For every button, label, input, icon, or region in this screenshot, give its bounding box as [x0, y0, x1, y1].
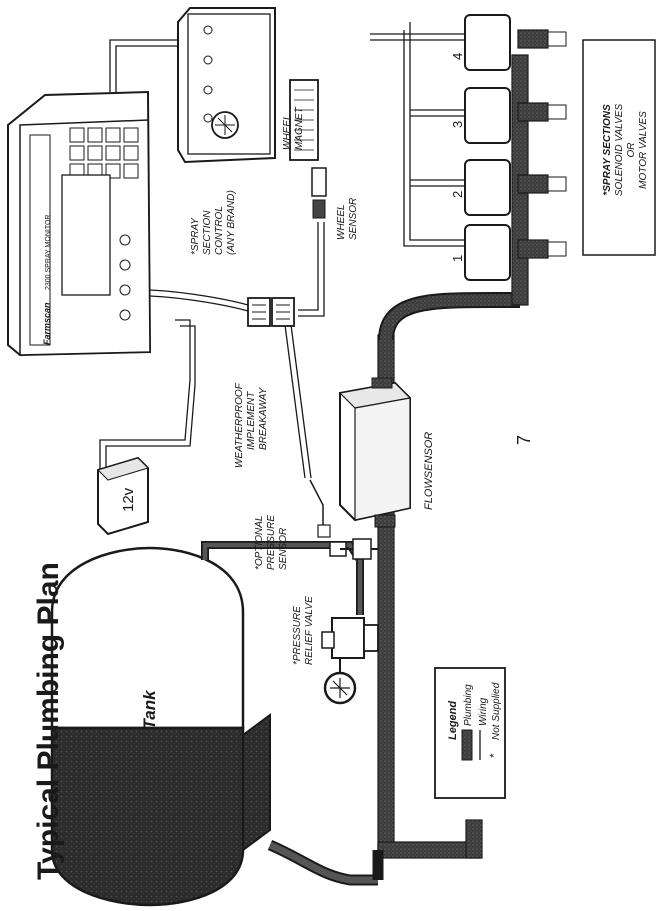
- flowsensor: FLOWSENSOR: [338, 377, 435, 528]
- legend-plumbing-swatch: [461, 729, 473, 761]
- page-number: 7: [514, 435, 534, 445]
- breakaway-label-2: IMPLEMENT: [246, 391, 257, 450]
- spray-section-2: [464, 159, 567, 216]
- legend-not-supplied-marker: *: [487, 753, 501, 758]
- pressure-sensor-label-3: SENSOR: [278, 528, 289, 570]
- pressure-gauge: [323, 671, 357, 705]
- spray-control-label-3: CONTROL: [214, 206, 225, 255]
- tank-label: Tank: [140, 689, 159, 730]
- legend-not-supplied-label: Not Supplied: [491, 682, 502, 740]
- legend-title: Legend: [447, 701, 459, 740]
- monitor-model: 2300 SPRAY MONITOR: [45, 215, 52, 290]
- section-number-2: 2: [450, 191, 465, 198]
- pressure-relief-valve: [321, 617, 379, 672]
- wheel-sensor: [311, 167, 327, 219]
- breakaway-connector: [247, 297, 295, 327]
- flowsensor-label: FLOWSENSOR: [423, 432, 435, 510]
- spray-monitor: Farmscan 2300 SPRAY MONITOR: [7, 90, 152, 357]
- monitor-brand: Farmscan: [42, 302, 52, 345]
- wheel-magnet-label-2: MAGNET: [294, 106, 305, 150]
- breakaway-label-1: WEATHERPROOF: [234, 382, 245, 468]
- spray-section-1: [464, 224, 567, 281]
- relief-valve-label-2: RELIEF VALVE: [304, 596, 315, 665]
- battery-label: 12v: [120, 487, 137, 512]
- spray-sections-label-3: OR: [626, 143, 637, 158]
- section-number-4: 4: [450, 53, 465, 60]
- tank: Tank: [50, 546, 271, 907]
- pressure-sensor-label-2: PRESSURE: [266, 515, 277, 570]
- spray-section-control: [177, 7, 276, 164]
- pressure-sensor: [309, 479, 378, 560]
- spray-sections-note: *SPRAY SECTIONS SOLENOID VALVES OR MOTOR…: [582, 39, 656, 256]
- spray-control-label-2: SECTION: [202, 210, 213, 255]
- section-number-1: 1: [450, 255, 465, 262]
- breakaway-label-3: BREAKAWAY: [258, 386, 269, 450]
- spray-sections-label-4: MOTOR VALVES: [638, 111, 649, 189]
- spray-section-4: [464, 14, 567, 71]
- spray-sections-label-2: SOLENOID VALVES: [614, 104, 625, 197]
- spray-section-valves: [464, 14, 567, 281]
- section-number-3: 3: [450, 121, 465, 128]
- spray-sections-label-1: *SPRAY SECTIONS: [602, 104, 613, 196]
- spray-control-label-4: (ANY BRAND): [226, 190, 237, 255]
- legend-wiring-label: Wiring: [478, 697, 489, 726]
- pressure-sensor-label-1: *OPTIONAL: [254, 516, 265, 570]
- wheel-sensor-label-2: SENSOR: [348, 198, 359, 240]
- legend: Legend Plumbing Wiring * Not Supplied: [434, 667, 506, 799]
- wheel-sensor-label-1: WHEEL: [336, 204, 347, 240]
- wiring-lines: [99, 22, 465, 479]
- wheel-magnet-label-1: WHEEL: [282, 114, 293, 150]
- legend-plumbing-label: Plumbing: [463, 684, 474, 726]
- relief-valve-label-1: *PRESSURE: [292, 606, 303, 665]
- spray-control-label-1: *SPRAY: [190, 217, 201, 255]
- page-title: Typical Plumbing Plan: [32, 562, 65, 880]
- battery-12v: 12v: [97, 456, 149, 536]
- wheel-magnet: [289, 79, 319, 161]
- spray-section-3: [464, 87, 567, 144]
